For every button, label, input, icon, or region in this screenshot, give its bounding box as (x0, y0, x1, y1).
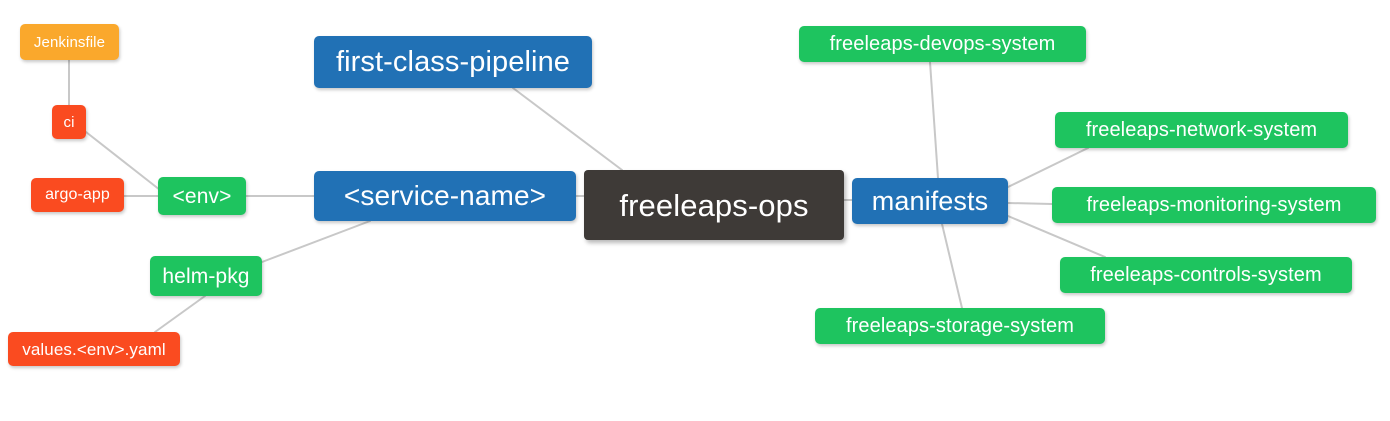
node-first-class-pipeline[interactable]: first-class-pipeline (314, 36, 592, 88)
node-freeleaps-storage-system[interactable]: freeleaps-storage-system (815, 308, 1105, 344)
edge-values-yaml-to-helm-pkg (154, 295, 206, 333)
node-values-yaml[interactable]: values.<env>.yaml (8, 332, 180, 366)
node-argo-app[interactable]: argo-app (31, 178, 124, 212)
edge-manifests-to-freeleaps-monitoring-system (1007, 202, 1053, 205)
edge-helm-pkg-to-service-name (261, 220, 371, 263)
node-freeleaps-monitoring-system[interactable]: freeleaps-monitoring-system (1052, 187, 1376, 223)
node-ci[interactable]: ci (52, 105, 86, 139)
node-env[interactable]: <env> (158, 177, 246, 215)
edge-manifests-to-freeleaps-devops-system (929, 61, 939, 179)
edge-first-class-pipeline-to-freeleaps-ops (512, 87, 623, 171)
node-freeleaps-controls-system[interactable]: freeleaps-controls-system (1060, 257, 1352, 293)
edge-manifests-to-freeleaps-storage-system (941, 223, 963, 309)
node-helm-pkg[interactable]: helm-pkg (150, 256, 262, 296)
node-freeleaps-ops[interactable]: freeleaps-ops (584, 170, 844, 240)
node-service-name[interactable]: <service-name> (314, 171, 576, 221)
node-freeleaps-network-system[interactable]: freeleaps-network-system (1055, 112, 1348, 148)
edge-manifests-to-freeleaps-network-system (1007, 147, 1089, 188)
node-manifests[interactable]: manifests (852, 178, 1008, 224)
node-jenkinsfile[interactable]: Jenkinsfile (20, 24, 119, 60)
node-freeleaps-devops-system[interactable]: freeleaps-devops-system (799, 26, 1086, 62)
